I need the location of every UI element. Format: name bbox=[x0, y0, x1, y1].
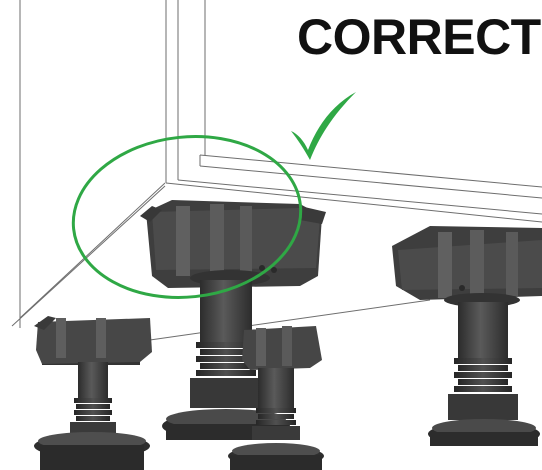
leveling-leg-center bbox=[140, 200, 326, 440]
verdict-caption: CORRECT bbox=[297, 9, 541, 65]
cabinet-outline bbox=[11, 0, 542, 341]
leveling-leg-front-left bbox=[34, 316, 152, 470]
leveling-leg-right bbox=[392, 226, 542, 446]
highlight-circle bbox=[71, 135, 303, 299]
checkmark-icon bbox=[291, 92, 356, 160]
leveling-leg-back-center bbox=[228, 326, 324, 470]
